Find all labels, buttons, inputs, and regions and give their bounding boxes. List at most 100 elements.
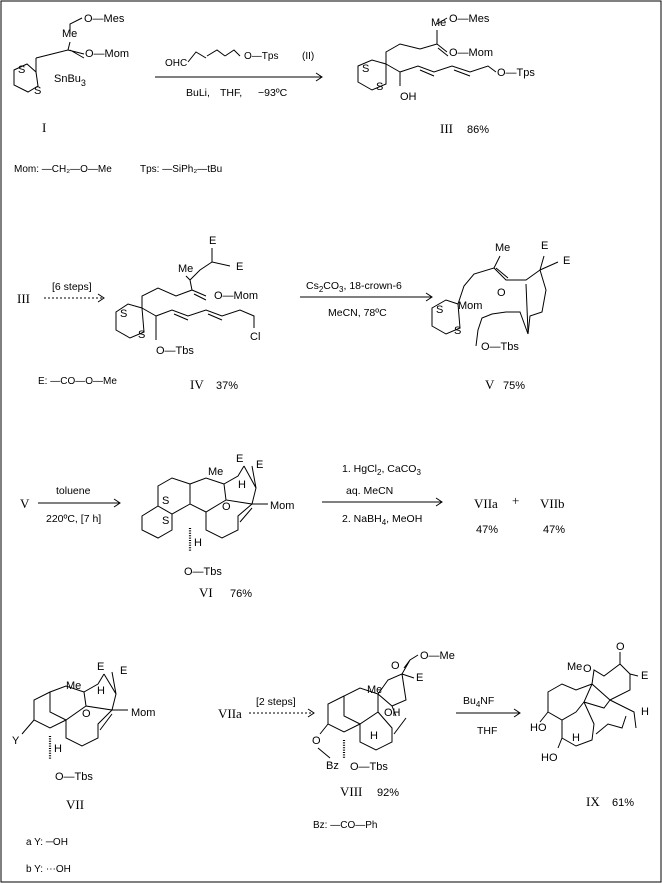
h2-label: H [194,537,202,549]
snbu3-label: SnBu3 [54,73,86,88]
oh-label: OH [400,91,417,103]
otbs-label: O—Tbs [350,761,388,773]
h1-label: H [238,479,246,491]
otbs-label: O—Tbs [55,771,93,783]
otbs-label: O—Tbs [481,341,519,353]
bz-label: Bz [326,760,339,772]
cond-220c: 220ºC, [7 h] [46,513,101,525]
cond-cs2co3: Cs2CO3, 18-crown-6 [306,280,402,294]
arrowhead-3 [425,292,433,302]
omes-label: O—Mes [84,13,125,25]
e2-label: E [256,459,263,471]
reagent-number: (II) [302,51,314,62]
compound-VI-label: VI [199,585,213,600]
compound-IV-label: IV [190,377,204,392]
compound-IX-label: IX [586,794,600,809]
sulfur-1: S [162,495,169,507]
cond-thf: THF [477,725,497,737]
compound-IV: E E Me O—Mom S S O—Tbs Cl IV 37% [115,235,260,392]
cond-thf: THF, [220,87,242,99]
plus-sign: + [512,493,519,508]
otps-label: O—Tps [244,51,278,62]
compound-VIII: O—Me O E Me OH O Bz H O—Tbs VIII 92% [312,650,455,799]
cond-aq-mecn: aq. MeCN [346,485,393,497]
e1-label: E [97,661,104,673]
compound-III-label: III [440,121,453,136]
h2-label: H [641,706,649,718]
e1-label: E [236,453,243,465]
arrowhead-4 [113,498,121,508]
otbs-label: O—Tbs [184,566,222,578]
ho2-label: HO [541,752,558,764]
compound-V: Me E E S S Mom O O—Tbs V 75% [431,240,570,392]
mom-label: Mom [131,707,155,719]
obz-o: O [312,735,321,747]
me-label: Me [178,263,193,275]
two-steps: [2 steps] [256,696,296,708]
sulfur-2: S [376,81,383,93]
carbonyl-o: O [616,641,625,653]
omes-label: O—Mes [449,13,490,25]
cl-label: Cl [250,331,260,343]
otps-label: O—Tps [497,67,535,79]
sulfur-2: S [138,329,145,341]
product-VIIa: VIIa [474,496,498,511]
row4-start-label: VIIa [218,706,242,721]
otbs-label: O—Tbs [156,345,194,357]
sulfur-2: S [34,85,41,97]
o-label: O [222,501,231,513]
compound-I-label: I [42,120,46,135]
oh-label: OH [384,707,401,719]
me-label: Me [66,680,81,692]
compound-I: O—Mes Me O—Mom S S SnBu3 I [13,13,129,135]
mom-definition: Mom: —CH₂—O—Me [14,164,112,175]
cond-bu4nf: Bu4NF [463,695,494,709]
sulfur-1: S [18,64,25,76]
cond-toluene: toluene [56,485,91,497]
sulfur-1: S [436,304,443,316]
sulfur-1: S [362,63,369,75]
e2-label: E [236,261,243,273]
me-label: Me [495,242,510,254]
me-label: Me [208,466,223,478]
compound-VI-yield: 76% [230,588,252,600]
o-label: O [82,708,91,720]
compound-III: O—Mes Me O—Mom S S OH O—Tps III 86% [357,13,535,136]
ring-o-label: O [497,287,506,299]
compound-IX: O O Me E HO HO H H IX 61% [530,641,649,809]
e-label: E [641,670,648,682]
cond-temp: −93ºC [258,87,288,99]
compound-VIII-yield: 92% [377,787,399,799]
ohc-label: OHC [165,58,187,69]
cond-hgcl2: 1. HgCl2, CaCO3 [342,463,421,477]
arrowhead-1 [315,72,323,82]
row2-start-label: III [17,291,30,306]
yield-VIIb: 47% [543,524,565,536]
yield-VIIa: 47% [476,524,498,536]
e1-label: E [209,235,216,247]
product-VIIb: VIIb [540,496,565,511]
me-label: Me [367,684,382,696]
six-steps: [6 steps] [52,281,92,293]
def-b: b Y: ⋯OH [26,864,71,875]
mom-label: Mom [270,500,294,512]
omom-label: O—Mom [214,290,258,302]
reagent-II: OHC O—Tps (II) [165,49,314,69]
omom-label: O—Mom [85,48,129,60]
arrowhead-2 [97,293,105,303]
me-label: Me [567,661,582,673]
compound-V-yield: 75% [503,380,525,392]
ome-label: O—Me [420,650,455,662]
arrowhead-6 [307,708,315,718]
compound-VI: E E Me H O Mom S S H O—Tbs VI 76% [141,453,294,600]
def-a: a Y: ─OH [26,837,68,848]
e-label: E [416,672,423,684]
sulfur-2: S [162,515,169,527]
compound-VIII-label: VIII [340,784,362,799]
e-definition: E: —CO—O—Me [38,376,117,387]
h-label: H [370,730,378,742]
sulfur-2: S [454,325,461,337]
compound-IV-yield: 37% [216,380,238,392]
